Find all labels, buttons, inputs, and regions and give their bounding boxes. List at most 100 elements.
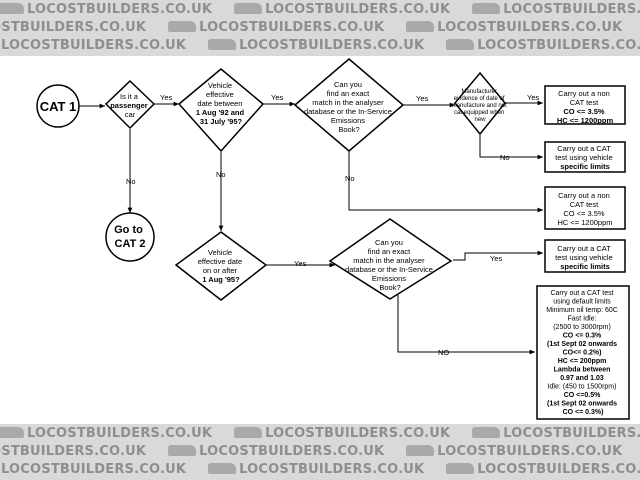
date-range-line: Vehicle [208,81,232,90]
watermark-text: LOCOSTBUILDERS.CO.UK [446,462,640,477]
decision-exact-match-2 [328,218,453,300]
date-after-line: effective date [198,257,242,266]
exact-match-2-line: Book? [379,283,400,292]
outcome-cat-vehicle-2-text: Carry out a CAT test using vehicle speci… [555,244,615,271]
edge-label-no: No [126,177,136,186]
outcome-line: Minimum oil temp: 60C [546,307,618,314]
watermark-row: LOCOSTBUILDERS.CO.UK LOCOSTBUILDERS.CO.UK… [0,444,640,459]
outcome-line: (1st Sept 02 onwards [547,341,617,348]
connector-manufacturer-no [479,134,543,160]
outcome-line: CAT test [570,200,599,209]
terminal-cat2 [105,212,155,262]
cat2-line: CAT 2 [115,238,146,250]
edge-label-yes: Yes [416,94,428,103]
watermark-text: LOCOSTBUILDERS.CO.UK [168,444,384,459]
watermark-row: LOCOSTBUILDERS.CO.UK LOCOSTBUILDERS.CO.UK… [0,38,640,53]
passenger-line: passenger [110,101,148,110]
exact-match-2-line: Emissions [372,274,406,283]
outcome-line: Lambda between [554,367,611,374]
exact-match-1-question: Can you find an exact match in the analy… [304,80,394,134]
edge-label-yes: Yes [271,93,283,102]
date-after-line: 1 Aug '95? [202,275,240,284]
connector-match2-yes [453,250,543,261]
watermark-text: LOCOSTBUILDERS.CO.UK [0,426,212,441]
manufacturer-question: Manufacturer evidence of date of manufac… [452,89,509,123]
outcome-line: (1st Sept 02 onwards [547,401,617,408]
date-after-line: Vehicle [208,248,232,257]
watermark-text: LOCOSTBUILDERS.CO.UK [234,426,450,441]
start-node-cat1 [36,84,80,128]
outcome-line: (2500 to 3000rpm) [553,324,611,331]
watermark-text: LOCOSTBUILDERS.CO.UK [446,38,640,53]
exact-match-2-question: Can you find an exact match in the analy… [345,238,435,292]
outcome-line: HC <= 200ppm [558,358,607,365]
outcome-line: Idle: (450 to 1500rpm) [548,384,617,391]
outcome-line: CO <= 0.3%) [563,409,604,416]
manufacturer-line: new [474,117,486,123]
watermark-row: LOCOSTBUILDERS.CO.UK LOCOSTBUILDERS.CO.UK… [0,20,640,35]
outcome-cat-vehicle-limits-1 [544,141,626,173]
edge-label-yes: Yes [490,254,502,263]
watermark-text: LOCOSTBUILDERS.CO.UK [472,426,640,441]
outcome-line: 0.97 and 1.03 [560,375,604,382]
edge-label-no: No [345,174,355,183]
edge-label-yes: Yes [160,93,172,102]
manufacturer-line: cat equipped when [454,110,504,116]
date-range-line: date between [197,99,242,108]
watermark-text: LOCOSTBUILDERS.CO.UK [0,444,146,459]
date-range-line: 31 July '95? [200,117,243,126]
outcome-line: HC <= 1200ppm [557,116,614,125]
watermark-text: LOCOSTBUILDERS.CO.UK [234,2,450,17]
decision-date-after [174,231,268,301]
passenger-question: Is it a passenger car [110,92,150,119]
watermark-text: LOCOSTBUILDERS.CO.UK [472,2,640,17]
connector-match2-no [397,295,535,355]
watermark-text: LOCOSTBUILDERS.CO.UK [0,38,186,53]
outcome-line: specific limits [560,262,610,271]
outcome-line: using default limits [553,299,611,306]
exact-match-2-line: database or the In-Service [345,265,433,274]
watermark-row: LOCOSTBUILDERS.CO.UK LOCOSTBUILDERS.CO.UK… [0,426,640,441]
outcome-line: Carry out a non [558,89,610,98]
watermark-text: LOCOSTBUILDERS.CO.UK [208,38,424,53]
exact-match-1-line: Can you [334,80,362,89]
outcome-cat-vehicle-1-text: Carry out a CAT test using vehicle speci… [555,144,615,171]
outcome-line: specific limits [560,162,610,171]
outcome-line: Carry out a CAT [557,244,611,253]
outcome-cat-vehicle-limits-2 [544,239,626,273]
edge-label-no: NO [438,348,449,357]
exact-match-1-line: match in the analyser [312,98,384,107]
outcome-line: Fast Idle: [568,316,597,323]
outcome-line: Carry out a non [558,191,610,200]
edge-label-no: No [216,170,226,179]
outcome-line: Carry out a CAT test [550,290,613,297]
exact-match-2-line: Can you [375,238,403,247]
watermark-text: LOCOSTBUILDERS.CO.UK [0,2,212,17]
cat1-label: CAT 1 [40,99,77,114]
manufacturer-line: evidence of date of [454,96,505,102]
watermark-text: LOCOSTBUILDERS.CO.UK [0,462,186,477]
decision-exact-match-1 [293,58,405,152]
outcome-line: CO<= 0.2%) [563,350,602,357]
watermark-band-top: LOCOSTBUILDERS.CO.UK LOCOSTBUILDERS.CO.UK… [0,0,640,56]
passenger-line: Is it a [120,92,139,101]
exact-match-2-line: find an exact [368,247,411,256]
cat2-line: Go to [114,224,143,236]
exact-match-2-line: match in the analyser [353,256,425,265]
watermark-text: LOCOSTBUILDERS.CO.UK [0,20,146,35]
exact-match-1-line: Book? [338,125,359,134]
outcome-line: CO <= 3.5% [563,209,605,218]
watermark-text: LOCOSTBUILDERS.CO.UK [168,20,384,35]
passenger-line: car [125,110,136,119]
outcome-line: CO <= 3.5% [563,107,605,116]
connector-match1-no [348,151,543,213]
date-range-question: Vehicle effective date between 1 Aug '92… [196,81,246,126]
exact-match-1-line: find an exact [327,89,370,98]
outcome-line: CO <=0.5% [564,392,601,399]
outcome-line: HC <= 1200ppm [557,218,612,227]
date-range-line: effective [206,90,234,99]
outcome-non-cat-1-text: Carry out a non CAT test CO <= 3.5% HC <… [557,89,614,125]
outcome-line: test using vehicle [555,253,613,262]
exact-match-1-line: Emissions [331,116,365,125]
outcome-non-cat-test-2 [544,186,626,230]
